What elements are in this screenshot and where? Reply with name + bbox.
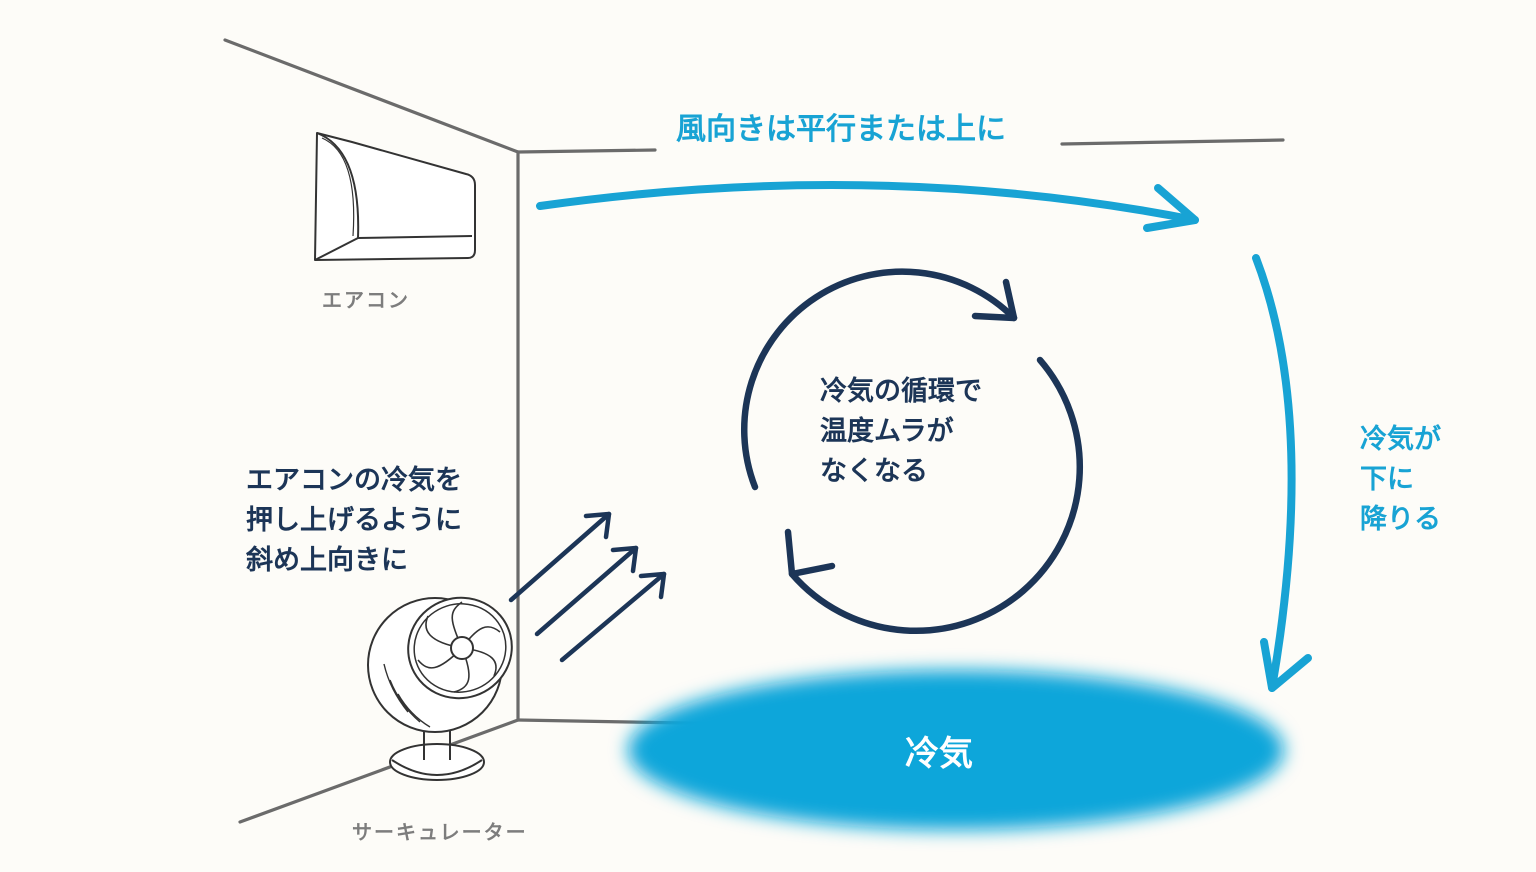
circulator-instruction-line-3: 斜め上向きに — [246, 545, 408, 576]
ceiling-edge-back-right — [1060, 138, 1285, 146]
circulation-arrowhead-lower — [784, 528, 836, 578]
airflow-arrow-1 — [508, 511, 612, 603]
ceiling-edge-back — [516, 148, 657, 154]
air-conditioner-label: エアコン — [322, 288, 410, 312]
circulator-instruction-line-2: 押し上げるように — [246, 505, 462, 536]
floor-edge-left — [238, 718, 520, 824]
circulator-label: サーキュレーター — [352, 820, 528, 844]
cold-air-falls-line-3: 降りる — [1360, 504, 1441, 535]
cold-air-falls-line-1: 冷気が — [1360, 424, 1441, 455]
circulation-effect-text: 冷気の循環で 温度ムラが なくなる — [820, 372, 982, 492]
circulation-effect-line-2: 温度ムラが — [820, 416, 954, 447]
airflow-arrow-3 — [559, 571, 667, 663]
circulator-instruction-text: エアコンの冷気を 押し上げるように 斜め上向きに — [246, 461, 462, 581]
cold-air-label: 冷気 — [905, 734, 973, 774]
ceiling-edge-left — [223, 38, 520, 154]
circulation-arc-upper — [741, 268, 1018, 491]
cold-air-falls-line-2: 下に — [1360, 464, 1414, 495]
wind-direction-label: 風向きは平行または上に — [676, 112, 1006, 147]
circulator-fan-icon — [367, 596, 513, 781]
circulation-arrowhead-upper — [971, 278, 1018, 322]
airflow-arrow-3-head — [638, 571, 667, 600]
descending-airflow-arrow — [1252, 254, 1312, 692]
air-conditioner-icon — [314, 132, 476, 261]
airflow-arrow-1-head — [583, 511, 612, 540]
top-airflow-arrow — [536, 181, 1199, 232]
airflow-arrow-2 — [534, 545, 639, 637]
circulation-effect-line-1: 冷気の循環で — [820, 376, 982, 407]
cold-air-pool — [628, 670, 1284, 830]
airflow-arrow-2-head — [610, 545, 639, 574]
circulator-instruction-line-1: エアコンの冷気を — [246, 465, 462, 496]
circulation-effect-line-3: なくなる — [820, 456, 928, 487]
circulator-airflow-arrows — [508, 511, 667, 663]
circulation-loop — [741, 268, 1084, 634]
cold-air-falls-text: 冷気が 下に 降りる — [1360, 420, 1441, 540]
circulation-arc-lower — [788, 356, 1084, 634]
